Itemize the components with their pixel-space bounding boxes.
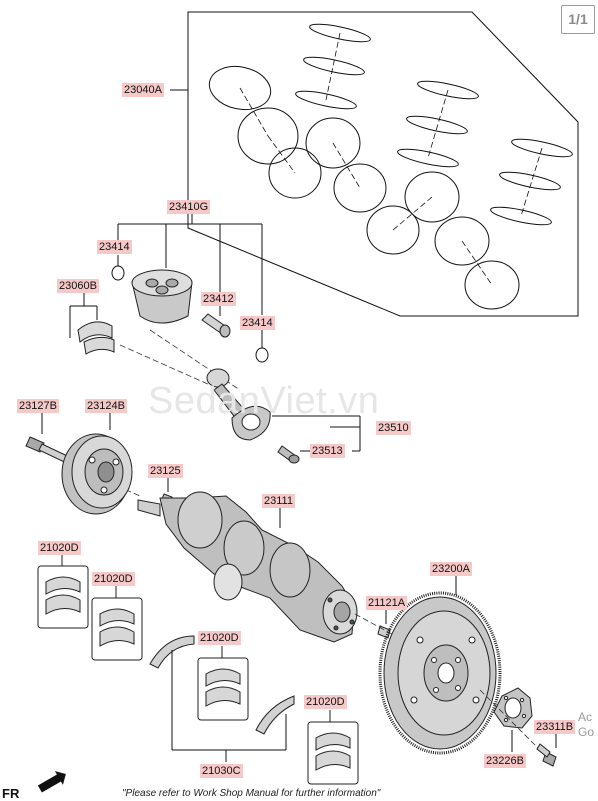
- activation-line-2: Go: [578, 725, 595, 739]
- circlip-right: [255, 347, 269, 363]
- label-23513[interactable]: 23513: [310, 444, 345, 458]
- label-23060B[interactable]: 23060B: [57, 279, 99, 293]
- bearing-box-2: [91, 597, 143, 661]
- label-23510[interactable]: 23510: [376, 421, 411, 435]
- piston-rings: [208, 23, 573, 310]
- label-23226B[interactable]: 23226B: [484, 754, 526, 768]
- label-23124B[interactable]: 23124B: [85, 399, 127, 413]
- label-23412[interactable]: 23412: [201, 292, 236, 306]
- label-23414-upper[interactable]: 23414: [97, 240, 132, 254]
- label-23414-lower[interactable]: 23414: [240, 316, 275, 330]
- circlip-left: [111, 265, 125, 281]
- bearing-box-3: [197, 657, 249, 721]
- label-21020D-2[interactable]: 21020D: [92, 572, 135, 586]
- label-21020D-3[interactable]: 21020D: [198, 631, 241, 645]
- label-21121A[interactable]: 21121A: [366, 596, 408, 610]
- bearing-box-4: [307, 721, 359, 785]
- label-21020D-4[interactable]: 21020D: [304, 695, 347, 709]
- watermark: SedanViet.vn: [148, 380, 380, 422]
- label-23111[interactable]: 23111: [262, 494, 295, 508]
- flywheel-bolt-icon: [536, 743, 557, 767]
- label-23311B[interactable]: 23311B: [534, 720, 576, 734]
- connecting-rod-icon: [206, 368, 271, 441]
- label-23127B[interactable]: 23127B: [17, 399, 59, 413]
- front-arrow-icon: [37, 771, 66, 793]
- label-23410G[interactable]: 23410G: [167, 200, 211, 214]
- ring-set-frame: [187, 11, 579, 317]
- manual-note: "Please refer to Work Shop Manual for fu…: [122, 788, 381, 799]
- reinforcing-plate-icon: [493, 687, 533, 729]
- conrod-bolt-icon: [277, 445, 300, 464]
- label-23125[interactable]: 23125: [148, 464, 183, 478]
- thrust-washer-icons: [149, 635, 295, 735]
- label-23040A[interactable]: 23040A: [122, 83, 164, 97]
- activation-line-1: Ac: [578, 710, 593, 724]
- bearing-box-1: [37, 565, 89, 629]
- crankshaft-icon: [137, 491, 358, 643]
- main-bearing-icons: [45, 576, 351, 771]
- label-23200A[interactable]: 23200A: [430, 562, 472, 576]
- drive-plate-icon: [378, 591, 502, 755]
- piston-pin-icon: [201, 313, 231, 338]
- pilot-bushing-icon: [377, 625, 391, 639]
- conrod-bearing-icon: [77, 321, 115, 355]
- activation-overlay: Ac Go: [578, 710, 594, 740]
- page-indicator[interactable]: 1/1: [561, 5, 595, 34]
- front-label: FR: [2, 786, 20, 801]
- damper-pulley-icon: [61, 433, 133, 515]
- label-21020D-1[interactable]: 21020D: [38, 541, 81, 555]
- piston-icon: [131, 269, 193, 324]
- label-21030C[interactable]: 21030C: [200, 764, 243, 778]
